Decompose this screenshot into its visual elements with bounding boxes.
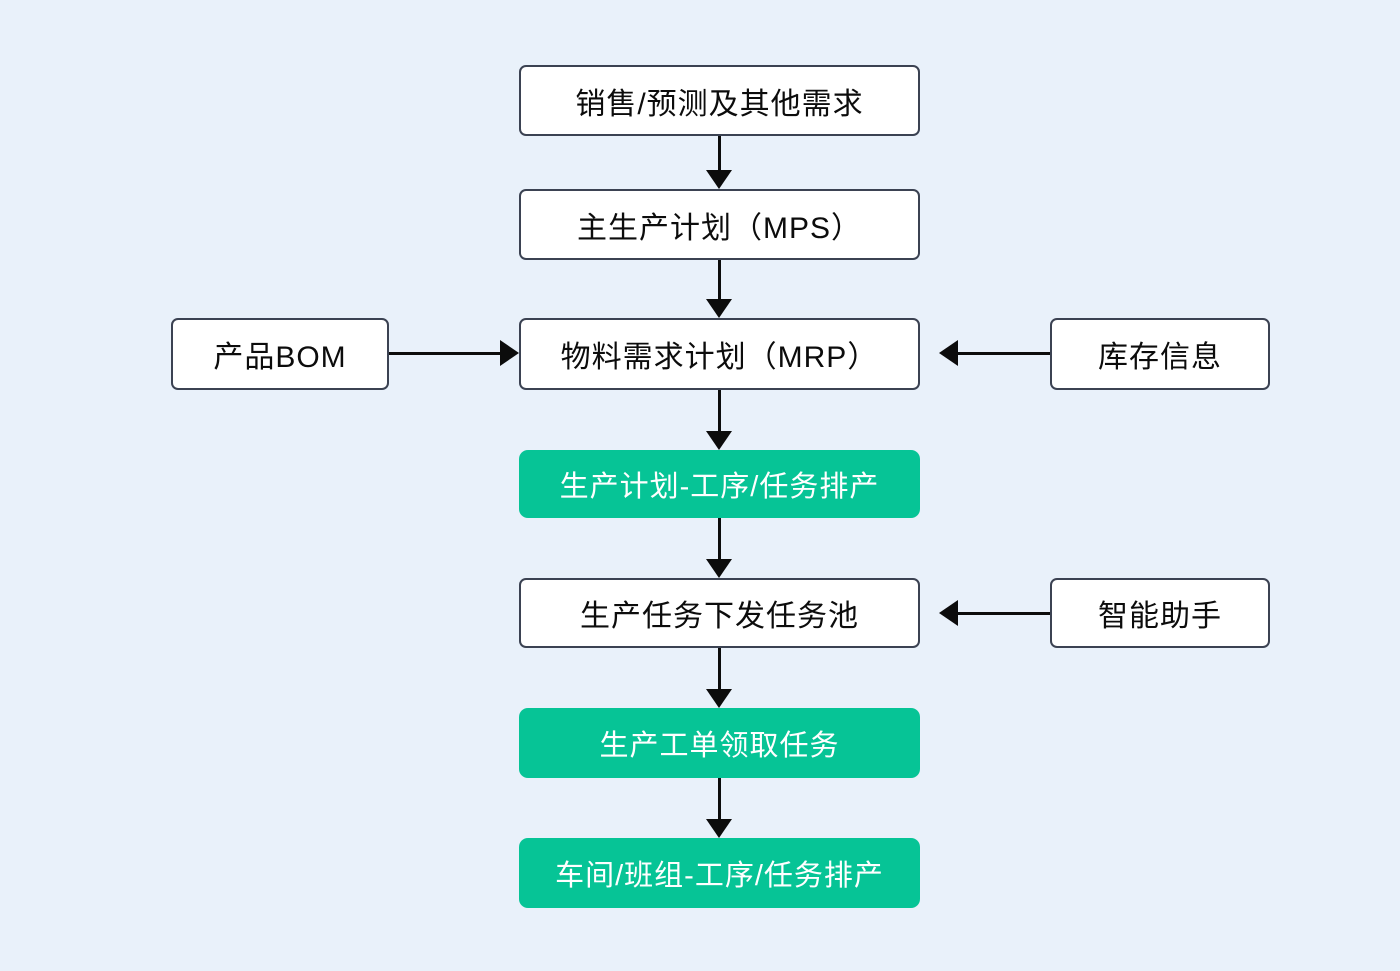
node-sales-forecast-demand[interactable]: 销售/预测及其他需求: [519, 65, 920, 136]
connector-mps-to-mrp-arrowhead: [706, 299, 732, 318]
node-work-order-claim-task[interactable]: 生产工单领取任务: [519, 708, 920, 778]
connector-stock-to-mrp-stem: [958, 352, 1050, 355]
connector-assist-to-pool-arrowhead: [939, 600, 958, 626]
connector-mrp-to-plan-stem: [718, 390, 721, 431]
node-production-plan-process-task-scheduling[interactable]: 生产计划-工序/任务排产: [519, 450, 920, 518]
node-intelligent-assistant[interactable]: 智能助手: [1050, 578, 1270, 648]
connector-plan-to-pool-stem: [718, 518, 721, 559]
connector-bom-to-mrp-arrowhead: [500, 340, 519, 366]
node-product-bom[interactable]: 产品BOM: [171, 318, 389, 390]
connector-pool-to-order-arrowhead: [706, 689, 732, 708]
node-production-task-dispatch-pool[interactable]: 生产任务下发任务池: [519, 578, 920, 648]
node-material-requirements-planning[interactable]: 物料需求计划（MRP）: [519, 318, 920, 390]
connector-stock-to-mrp-arrowhead: [939, 340, 958, 366]
connector-mrp-to-plan-arrowhead: [706, 431, 732, 450]
connector-order-to-shop-arrowhead: [706, 819, 732, 838]
connector-bom-to-mrp-stem: [389, 352, 500, 355]
node-workshop-team-process-task-scheduling[interactable]: 车间/班组-工序/任务排产: [519, 838, 920, 908]
connector-plan-to-pool-arrowhead: [706, 559, 732, 578]
node-master-production-schedule[interactable]: 主生产计划（MPS）: [519, 189, 920, 260]
connector-assist-to-pool-stem: [958, 612, 1050, 615]
node-inventory-information[interactable]: 库存信息: [1050, 318, 1270, 390]
connector-order-to-shop-stem: [718, 778, 721, 819]
connector-demand-to-mps-arrowhead: [706, 170, 732, 189]
connector-mps-to-mrp-stem: [718, 260, 721, 299]
connector-demand-to-mps-stem: [718, 136, 721, 170]
connector-pool-to-order-stem: [718, 648, 721, 689]
